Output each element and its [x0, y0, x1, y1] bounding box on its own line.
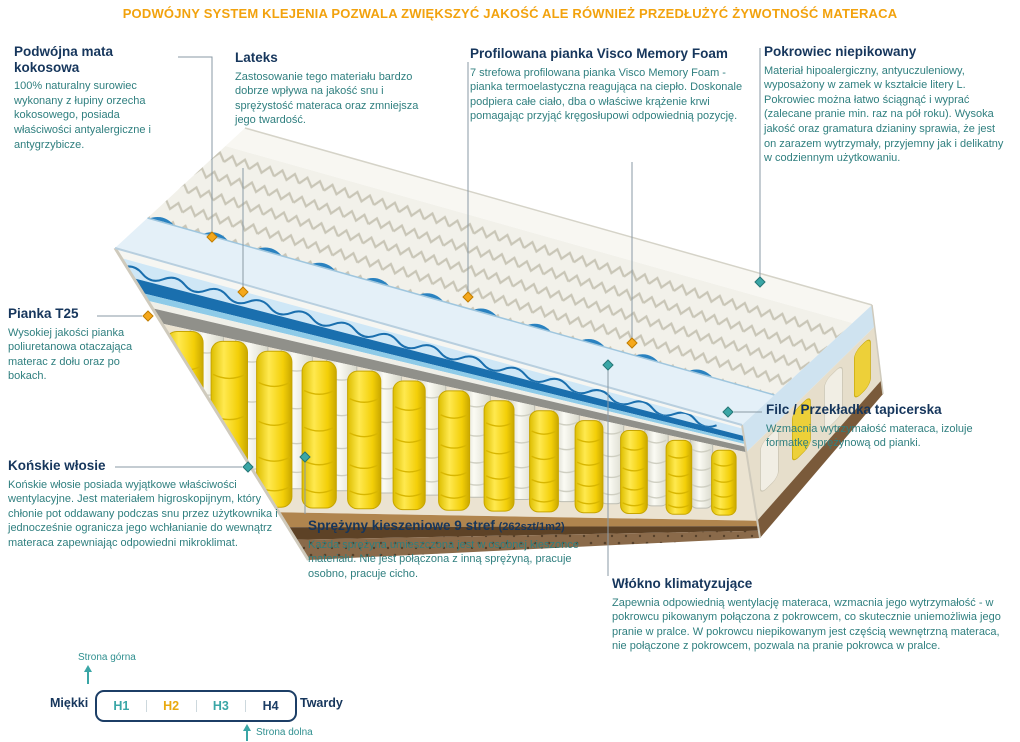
- callout-body: Końskie włosie posiada wyjątkowe właściw…: [8, 478, 278, 550]
- hardness-h2: H2: [147, 700, 197, 713]
- callout-lines: [97, 48, 762, 576]
- callout-marker: [242, 461, 254, 473]
- springs-count: (262szt/1m2): [498, 521, 565, 533]
- layer-dark-blue: [133, 278, 745, 442]
- callout-title: Pokrowiec niepikowany: [764, 44, 917, 59]
- callout-marker: [142, 310, 154, 322]
- callout-body: Wzmacnia wytrzymałość materaca, izoluje …: [766, 422, 973, 450]
- callout-visco: Profilowana pianka Visco Memory Foam 7 s…: [470, 46, 746, 124]
- callout-felt: Filc / Przekładka tapicerska Wzmacnia wy…: [766, 402, 1010, 451]
- callout-marker: [602, 359, 614, 371]
- callout-body: Każda sprężyna umieszczona jest w osobne…: [308, 538, 579, 580]
- callout-body: 7 strefowa profilowana pianka Visco Memo…: [470, 66, 743, 123]
- callout-body: Zapewnia odpowiednią wentylację materaca…: [612, 596, 1001, 653]
- callout-cover: Pokrowiec niepikowany Materiał hipoalerg…: [764, 44, 1010, 166]
- callout-title: Pianka T25: [8, 306, 79, 321]
- callout-marker: [462, 291, 474, 303]
- callout-body: Wysokiej jakości pianka poliuretanowa ot…: [8, 326, 133, 383]
- mattress-end-face: [742, 304, 884, 538]
- top-side-label: Strona górna: [78, 652, 136, 663]
- layer-coco-dark: [288, 526, 759, 540]
- hardness-scale: H1 H2 H3 H4: [95, 690, 297, 722]
- hardness-h1: H1: [97, 700, 147, 713]
- arrow-up-icon: [243, 724, 251, 731]
- callout-springs: Sprężyny kieszeniowe 9 stref (262szt/1m2…: [308, 518, 618, 582]
- arrow-up-icon: [84, 665, 92, 672]
- top-banner: PODWÓJNY SYSTEM KLEJENIA POZWALA ZWIĘKSZ…: [122, 6, 898, 21]
- callout-title: Filc / Przekładka tapicerska: [766, 402, 942, 417]
- layer-light-blue: [143, 293, 745, 445]
- callout-horsehair: Końskie włosie Końskie włosie posiada wy…: [8, 458, 290, 551]
- callout-title: Lateks: [235, 50, 278, 65]
- callout-body: 100% naturalny surowiec wykonany z łupin…: [14, 80, 151, 151]
- callout-marker: [754, 276, 766, 288]
- callout-marker: [237, 286, 249, 298]
- layer-white: [147, 300, 746, 447]
- layer-coco-mat: [152, 308, 747, 453]
- hardness-h4: H4: [262, 698, 279, 713]
- mattress-front-layers: [113, 247, 761, 561]
- callout-title: Końskie włosie: [8, 458, 106, 473]
- callout-markers: [142, 231, 766, 473]
- callout-title: Podwójna mata kokosowa: [14, 44, 114, 75]
- callout-marker: [626, 337, 638, 349]
- callout-marker: [206, 231, 218, 243]
- hard-label: Twardy: [300, 696, 343, 710]
- callout-fiber: Włókno klimatyzujące Zapewnia odpowiedni…: [612, 576, 1012, 654]
- hardness-h3: H3: [197, 700, 247, 713]
- callout-title: Profilowana pianka Visco Memory Foam: [470, 46, 728, 61]
- callout-title: Sprężyny kieszeniowe 9 stref (262szt/1m2…: [308, 518, 618, 534]
- soft-label: Miękki: [50, 696, 89, 710]
- bottom-side-label: Strona dolna: [256, 727, 313, 738]
- callout-foam-t25: Pianka T25 Wysokiej jakości pianka poliu…: [8, 306, 158, 384]
- springs-title: Sprężyny kieszeniowe 9 stref: [308, 518, 495, 533]
- callout-title: Włókno klimatyzujące: [612, 576, 753, 591]
- hardness-arrows: [84, 665, 251, 741]
- callout-latex: Lateks Zastosowanie tego materiału bardz…: [235, 50, 427, 128]
- layer-felt: [278, 512, 759, 528]
- callout-marker: [299, 451, 311, 463]
- callout-body: Materiał hipoalergiczny, antyuczuleniowy…: [764, 64, 1004, 165]
- callout-marker: [722, 406, 734, 418]
- callout-body: Zastosowanie tego materiału bardzo dobrz…: [235, 70, 419, 127]
- callout-coconut-mat: Podwójna mata kokosowa 100% naturalny su…: [14, 44, 180, 152]
